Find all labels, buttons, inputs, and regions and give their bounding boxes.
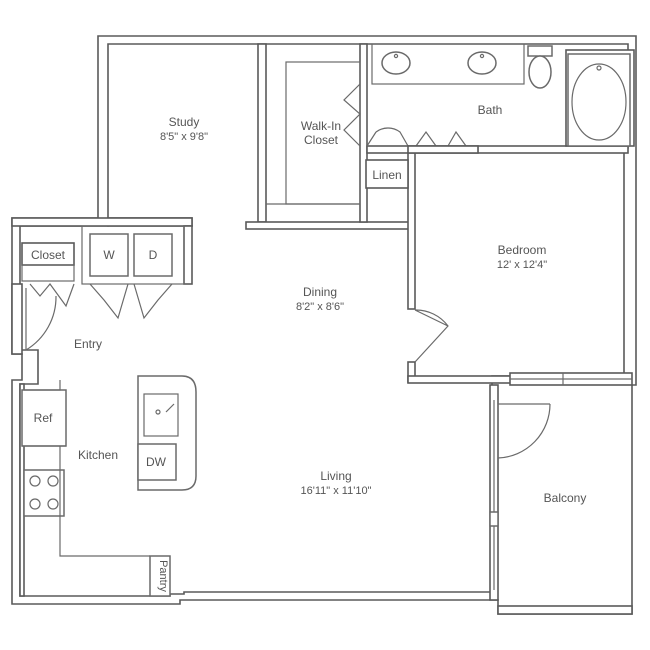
refrigerator [21,389,67,447]
closet-label: Closet [31,248,66,262]
dining-dims: 8'2" x 8'6" [296,301,344,313]
balcony-door [497,403,551,459]
wall-study-closet [257,43,267,223]
bath-label: Bath [478,103,503,117]
island-sink [143,393,179,437]
pantry-label: Pantry [157,560,169,592]
entry-label: Entry [74,337,102,351]
wall-closet-bath [359,43,368,223]
walkin-label-1: Walk-In [301,119,341,133]
wall-dining-top [245,221,413,230]
sink-1 [381,51,411,75]
wall-laundry-right [183,225,193,285]
vanity-counter [371,43,525,85]
balcony-rail [497,605,633,615]
walkin-door [343,83,361,147]
dw-label: DW [146,455,167,469]
balcony-label: Balcony [544,491,587,505]
bathtub [567,53,631,147]
toilet-tank [527,45,553,57]
walkin-label-2: Closet [304,133,339,147]
entry-door [25,288,57,351]
ref-label: Ref [34,411,53,425]
kitchen-label: Kitchen [78,448,118,462]
wall-bedroom-left [407,152,416,310]
closet-door [29,283,75,308]
wall-bath-bottom [366,145,629,154]
study-label: Study [169,115,200,129]
living-dims: 16'11" x 11'10" [301,485,372,497]
toilet-bowl [528,55,552,89]
bedroom-dims: 12' x 12'4" [497,259,547,271]
dryer [133,233,173,277]
wall-laundry-top [11,217,193,227]
laundry-box [81,225,185,285]
bedroom-door [414,309,449,363]
bedroom-label: Bedroom [498,243,547,257]
bath-door-arc [366,127,409,147]
study-dims: 8'5" x 9'8" [160,131,208,143]
range [23,469,65,517]
kitchen-counter [24,380,150,557]
dishwasher [137,443,177,481]
washer-label: W [103,248,115,262]
linen-label: Linen [372,168,401,182]
sink-2 [467,51,497,75]
linen-closet [365,159,409,189]
laundry-door [89,283,129,320]
washer [89,233,129,277]
living-label: Living [320,469,351,483]
pantry-box [149,555,171,597]
dining-label: Dining [303,285,337,299]
dryer-label: D [149,248,158,262]
wall-bedroom-bottom [407,375,515,384]
